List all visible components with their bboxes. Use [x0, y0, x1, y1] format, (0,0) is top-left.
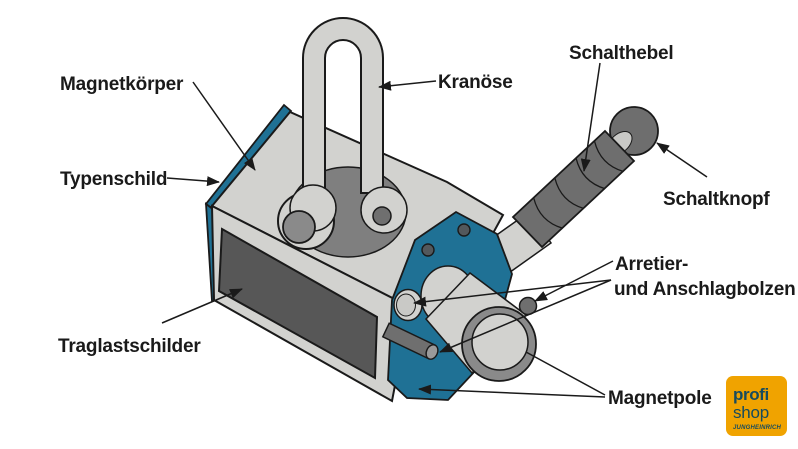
logo-line2: shop: [733, 403, 769, 422]
profi-shop-logo: profi shop JUNGHEINRICH: [726, 376, 787, 436]
leader-magnet-poles-ring: [525, 351, 606, 396]
logo-background: [726, 376, 787, 436]
pivot-boss-center: [282, 210, 316, 244]
label-type-plate: Typenschild: [60, 169, 167, 190]
leader-locking-pin-b: [413, 279, 612, 307]
bolt-hole: [457, 223, 471, 237]
pole-ring-face: [471, 313, 529, 371]
label-magnet-body: Magnetkörper: [60, 74, 184, 95]
bolt-hole: [421, 243, 435, 257]
leader-switch-lever: [580, 62, 601, 172]
leader-switch-knob: [656, 142, 708, 178]
label-load-plates: Traglastschilder: [58, 336, 201, 357]
label-locking-pin-line1: Arretier-: [615, 254, 688, 275]
leader-locking-pin-a: [534, 260, 614, 302]
stop-pin-cap: [425, 344, 439, 360]
leader-type-plate: [166, 176, 220, 187]
label-switch-lever: Schalthebel: [569, 43, 673, 64]
label-magnet-poles: Magnetpole: [608, 388, 712, 409]
handle-rib: [593, 140, 624, 173]
leader-magnet-body: [192, 81, 256, 171]
logo-line1: profi: [733, 385, 769, 404]
pivot-lug-bore: [372, 206, 392, 226]
label-locking-pin-line2: und Anschlagbolzen: [614, 279, 795, 300]
handle-rib: [575, 158, 606, 190]
handle-rib: [533, 197, 563, 229]
handle-rib: [554, 177, 585, 210]
label-crane-eye: Kranöse: [438, 72, 513, 93]
load-plate-window: [217, 227, 379, 380]
leader-load-plates: [161, 288, 243, 324]
leader-crane-eye: [378, 80, 437, 91]
label-switch-knob: Schaltknopf: [663, 189, 770, 210]
logo-line3: JUNGHEINRICH: [733, 425, 782, 431]
locking-pin-hole-inner: [396, 293, 416, 317]
switch-lever-handle: [511, 129, 636, 249]
leader-magnet-poles-bottom: [418, 384, 606, 398]
crane-eye-hoop: [302, 17, 384, 226]
leader-locking-pin-c: [439, 279, 612, 353]
